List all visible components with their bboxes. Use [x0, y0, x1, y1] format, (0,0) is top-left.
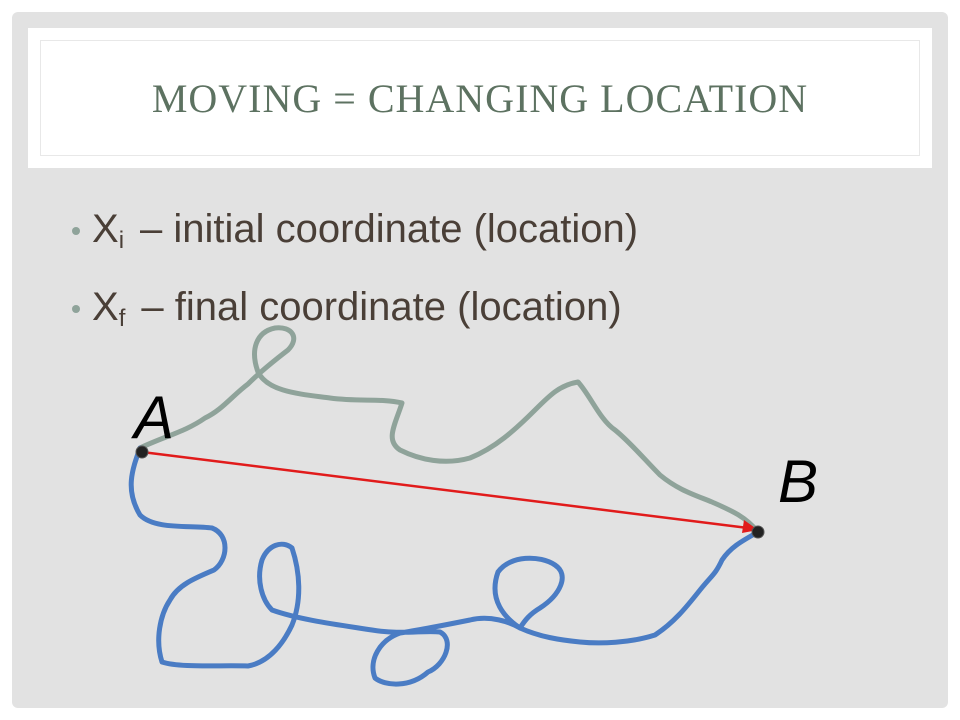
lower-path — [128, 445, 761, 687]
bullet-final-coordinate: X f – final coordinate (location) — [72, 268, 912, 346]
displacement-arrow — [141, 450, 749, 530]
title-box: MOVING = CHANGING LOCATION — [40, 40, 920, 156]
point-a-label: A — [131, 384, 174, 451]
point-b-marker — [751, 525, 765, 539]
bullet-dot-icon — [72, 227, 80, 235]
upper-path — [137, 325, 761, 535]
bullet-dot-icon — [72, 305, 80, 313]
slide-title: MOVING = CHANGING LOCATION — [151, 75, 809, 121]
bullet-list: X i – initial coordinate (location) X f … — [72, 190, 912, 346]
bullet-text: – initial coordinate (location) — [140, 206, 639, 251]
variable-subscript: f — [118, 305, 126, 332]
variable-symbol: X — [92, 206, 119, 251]
variable-subscript: i — [118, 227, 125, 254]
bullet-initial-coordinate: X i – initial coordinate (location) — [72, 190, 912, 268]
point-b-label: B — [778, 448, 818, 515]
point-a-marker — [135, 445, 149, 459]
bullet-text: – final coordinate (location) — [141, 284, 622, 329]
variable-symbol: X — [92, 284, 119, 329]
